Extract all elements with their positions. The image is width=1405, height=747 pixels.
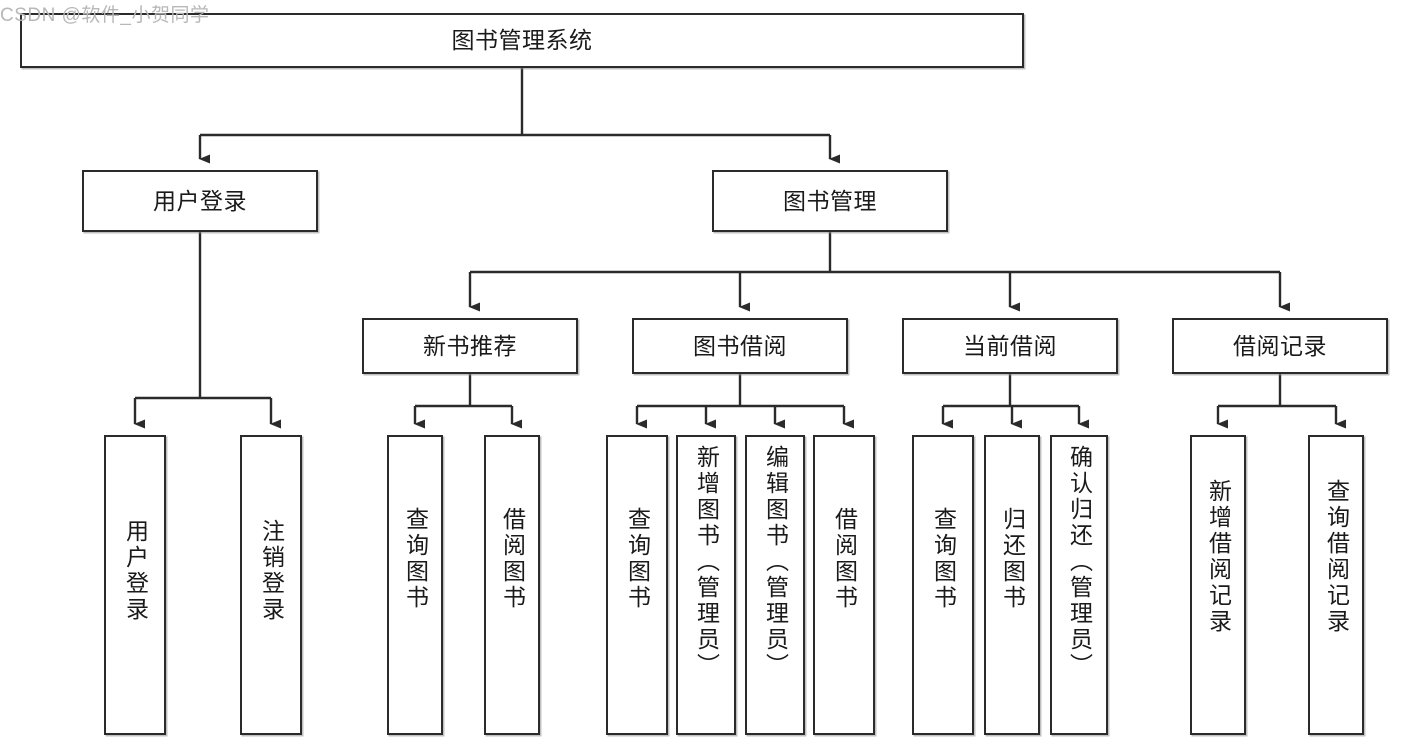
node-leaf-add-record[interactable]: 新增借阅记录 bbox=[1190, 435, 1246, 735]
node-leaf-edit-book[interactable]: 编辑图书（管理员） bbox=[745, 435, 805, 735]
node-records[interactable]: 借阅记录 bbox=[1172, 318, 1388, 374]
node-newbook[interactable]: 新书推荐 bbox=[362, 318, 578, 374]
node-leaf-borrow-book-new[interactable]: 借阅图书 bbox=[484, 435, 540, 735]
node-label: 当前借阅 bbox=[963, 332, 1057, 359]
node-leaf-query-book-borrow[interactable]: 查询图书 bbox=[606, 435, 668, 735]
node-leaf-confirm-return[interactable]: 确认归还（管理员） bbox=[1050, 435, 1108, 735]
node-leaf-query-book-current[interactable]: 查询图书 bbox=[912, 435, 974, 735]
node-root[interactable]: 图书管理系统 bbox=[20, 13, 1024, 68]
node-label: 编辑图书（管理员） bbox=[762, 445, 789, 679]
node-label: 用户登录 bbox=[122, 519, 149, 623]
node-label: 注销登录 bbox=[258, 519, 285, 623]
node-login[interactable]: 用户登录 bbox=[82, 170, 318, 232]
node-leaf-query-record[interactable]: 查询借阅记录 bbox=[1308, 435, 1364, 735]
node-label: 图书管理 bbox=[783, 187, 877, 214]
node-leaf-add-book[interactable]: 新增图书（管理员） bbox=[676, 435, 736, 735]
node-label: 新书推荐 bbox=[423, 332, 517, 359]
node-leaf-return-book[interactable]: 归还图书 bbox=[984, 435, 1040, 735]
node-label: 确认归还（管理员） bbox=[1066, 445, 1093, 679]
watermark-text: CSDN @软件_小贺同学 bbox=[0, 5, 210, 26]
node-borrow[interactable]: 图书借阅 bbox=[632, 318, 848, 374]
node-label: 借阅图书 bbox=[499, 507, 526, 611]
node-current[interactable]: 当前借阅 bbox=[902, 318, 1118, 374]
node-label: 借阅记录 bbox=[1233, 332, 1327, 359]
node-label: 用户登录 bbox=[153, 187, 247, 214]
node-label: 新增图书（管理员） bbox=[693, 445, 720, 679]
node-label: 查询图书 bbox=[624, 507, 651, 611]
node-label: 图书管理系统 bbox=[451, 27, 593, 54]
node-label: 归还图书 bbox=[999, 507, 1026, 611]
node-label: 查询借阅记录 bbox=[1323, 479, 1350, 635]
node-bookmgmt[interactable]: 图书管理 bbox=[712, 170, 948, 232]
node-leaf-query-book-new[interactable]: 查询图书 bbox=[387, 435, 443, 735]
node-leaf-borrow-book[interactable]: 借阅图书 bbox=[813, 435, 875, 735]
node-leaf-logout[interactable]: 注销登录 bbox=[240, 435, 302, 735]
node-leaf-user-login[interactable]: 用户登录 bbox=[104, 435, 166, 735]
node-label: 查询图书 bbox=[930, 507, 957, 611]
node-label: 借阅图书 bbox=[831, 507, 858, 611]
node-label: 新增借阅记录 bbox=[1205, 479, 1232, 635]
node-label: 图书借阅 bbox=[693, 332, 787, 359]
node-label: 查询图书 bbox=[402, 507, 429, 611]
